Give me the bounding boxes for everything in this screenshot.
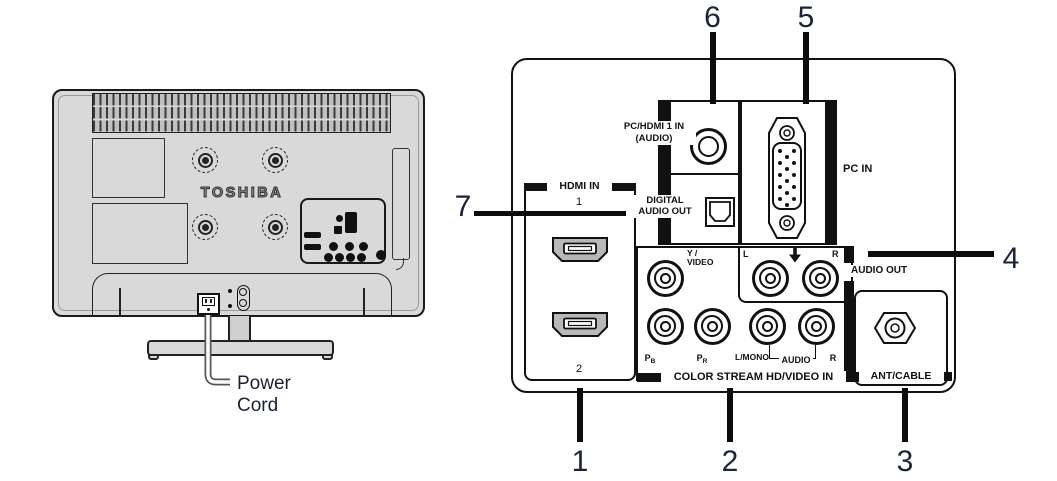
screw-dot (228, 304, 232, 308)
hdmi-port-icon (552, 237, 608, 262)
l-mono-label: L/MONO (735, 352, 769, 362)
power-inlet-plug (201, 297, 215, 306)
audio-r-jack (797, 307, 835, 345)
audio-out-r-label: R (832, 249, 839, 259)
video-in-bar-left (637, 373, 661, 382)
vesa-hole-icon (192, 214, 218, 240)
ant-cable-label: ANT/CABLE (859, 370, 943, 383)
mini-jack-icon (335, 253, 344, 262)
callout-5-line (803, 32, 809, 104)
audio-out-right-bar (844, 246, 854, 263)
audio-r-label: R (829, 353, 837, 363)
arrow-down-icon (789, 247, 801, 263)
recess-line (363, 288, 365, 316)
stand-neck (228, 316, 251, 340)
ant-bar-right (944, 372, 952, 381)
hdmi-header-bar-right (612, 182, 636, 191)
vga-connector-icon (768, 117, 806, 239)
screw-icon (239, 299, 247, 307)
plug-prong (210, 299, 212, 303)
mini-jack-icon (329, 242, 338, 251)
callout-3: 3 (896, 445, 914, 478)
pb-jack (646, 307, 684, 345)
hdmi-port2-label: 2 (575, 363, 583, 375)
callout-4-line (868, 251, 994, 257)
mini-jack-icon (376, 250, 386, 260)
callout-2-line (727, 388, 733, 442)
plug-prong (205, 299, 207, 303)
pc-in-label: PC IN (843, 163, 873, 175)
jack-inner-ring (697, 135, 719, 157)
y-video-jack (646, 259, 684, 297)
audio-label: AUDIO (779, 355, 813, 366)
tv-connection-panel (300, 198, 386, 264)
vesa-hole-icon (192, 147, 218, 173)
mini-port-icon (334, 226, 342, 234)
callout-2: 2 (721, 445, 739, 478)
callout-3-line (902, 388, 908, 442)
vesa-hole-icon (262, 147, 288, 173)
recess-line (119, 288, 121, 316)
pb-label: PB (644, 353, 656, 365)
audio-out-r-jack (801, 259, 839, 297)
brand-logo: TOSHIBA (200, 185, 284, 202)
callout-1-line (577, 388, 583, 442)
screw-icon (239, 288, 247, 296)
hdmi-in-title: HDMI IN (547, 180, 612, 193)
recess-panel-lower (92, 203, 188, 264)
mini-hdmi-icon (304, 244, 321, 250)
screw-dot (228, 289, 232, 293)
hdmi-in-section (524, 183, 636, 381)
pr-label: PR (696, 353, 708, 365)
mini-jack-icon (346, 253, 355, 262)
power-cord (204, 315, 230, 386)
power-cord-label: Power Cord (237, 373, 291, 416)
callout-1: 1 (571, 445, 589, 478)
callout-6-line (709, 32, 716, 104)
hdmi-port1-label: 1 (575, 196, 583, 208)
callout-7-line (474, 211, 636, 216)
pc-in-right-bar (825, 100, 837, 245)
right-edge-bar (844, 281, 854, 375)
l-mono-jack (748, 307, 786, 345)
vesa-hole-icon (262, 214, 288, 240)
pc-hdmi-audio-label: PC/HDMI 1 IN (AUDIO) (612, 121, 696, 145)
pr-jack (693, 307, 731, 345)
bottom-recess-outline (92, 273, 392, 316)
stand-base (147, 340, 334, 356)
ant-bar-left (852, 372, 860, 381)
audio-out-label: AUDIO OUT (849, 265, 910, 277)
callout-5: 5 (797, 1, 815, 34)
mini-jack-icon (345, 242, 354, 251)
side-panel-door (392, 148, 410, 260)
callout-4: 4 (1002, 242, 1020, 275)
video-in-section-label: COLOR STREAM HD/VIDEO IN (661, 371, 846, 384)
digital-audio-out-label: DIGITAL AUDIO OUT (626, 195, 704, 218)
mini-jack-icon (336, 215, 343, 222)
y-video-label: Y / VIDEO (687, 248, 714, 267)
mini-jack-icon (324, 253, 333, 262)
vent-grille (92, 93, 391, 133)
optical-jack-inner (709, 201, 731, 222)
recess-panel-upper (92, 138, 165, 198)
mini-hdmi-icon (304, 232, 321, 238)
audio-out-l-jack (751, 259, 789, 297)
ant-cable-connector-icon (873, 312, 917, 344)
plug-dot (206, 308, 210, 311)
mini-vga-icon (345, 212, 357, 233)
audio-out-l-label: L (743, 249, 749, 259)
screw-plate (236, 285, 250, 311)
audio-section-divider (671, 172, 740, 175)
mini-jack-icon (359, 242, 368, 251)
hdmi-port-icon (552, 312, 608, 337)
hdmi-header-bar-left (524, 182, 547, 191)
callout-6: 6 (704, 1, 721, 34)
mini-jack-icon (357, 253, 366, 262)
audio-bracket-left (769, 345, 780, 359)
callout-7: 7 (454, 190, 472, 223)
